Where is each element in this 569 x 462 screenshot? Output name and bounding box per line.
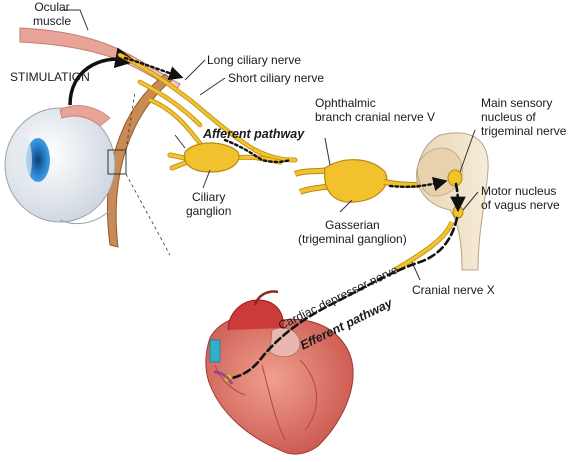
main-sensory-nucleus-label-line-2: nucleus of [481, 110, 536, 124]
gasserian-label: Gasserian (trigeminal ganglion) [298, 218, 407, 246]
main-sensory-nucleus-label-line-3: trigeminal nerve [481, 124, 567, 138]
stimulation-label: STIMULATION [10, 70, 90, 84]
ciliary-ganglion-label: Ciliary ganglion [186, 190, 231, 218]
eyeball [4, 105, 116, 225]
gasserian-label-line-2: (trigeminal ganglion) [298, 232, 407, 246]
motor-nucleus-vagus-label: Motor nucleus of vagus nerve [481, 184, 560, 212]
vena-cava [209, 339, 221, 363]
ocular-muscle-label-line-2: muscle [33, 14, 72, 28]
cranial-nerve-x-label: Cranial nerve X [412, 283, 495, 297]
efferent-pathway-line [230, 182, 466, 380]
motor-nucleus-vagus-label-line-1: Motor nucleus [481, 184, 557, 198]
stimulation-arrow [68, 47, 137, 106]
gasserian-label-line-1: Gasserian [325, 218, 380, 232]
main-sensory-nucleus-dot [447, 169, 463, 187]
gasserian-ganglion [293, 159, 431, 203]
ciliary-ganglion-label-line-2: ganglion [186, 204, 232, 218]
ciliary-ganglion-label-line-1: Ciliary [192, 190, 226, 204]
ophthalmic-branch-label-line-2: branch cranial nerve V [315, 110, 436, 124]
ciliary-ganglion [183, 142, 240, 173]
motor-nucleus-vagus-label-line-2: of vagus nerve [481, 198, 560, 212]
ophthalmic-branch-label: Ophthalmic branch cranial nerve V [315, 96, 435, 124]
afferent-pathway-label: Afferent pathway [203, 127, 305, 141]
ocular-muscle-label-line-1: Ocular [34, 0, 70, 14]
afferent-pathway-line [123, 56, 448, 191]
long-ciliary-nerve-label: Long ciliary nerve [207, 53, 302, 67]
orbit-bone [107, 73, 173, 248]
short-ciliary-nerve-label: Short ciliary nerve [228, 71, 325, 85]
ophthalmic-branch-label-line-1: Ophthalmic [315, 96, 376, 110]
ocular-muscle-label: Ocular muscle [33, 0, 71, 28]
motor-nucleus-vagus-dot [452, 205, 464, 219]
main-sensory-nucleus-label: Main sensory nucleus of trigeminal nerve [481, 96, 566, 138]
ciliary-nerves [117, 52, 298, 171]
leader-ocular-muscle [62, 9, 89, 31]
main-sensory-nucleus-label-line-1: Main sensory [481, 96, 553, 110]
inset-zoom [107, 91, 171, 256]
cranial-nerve-x [393, 220, 455, 273]
heart [205, 290, 354, 455]
